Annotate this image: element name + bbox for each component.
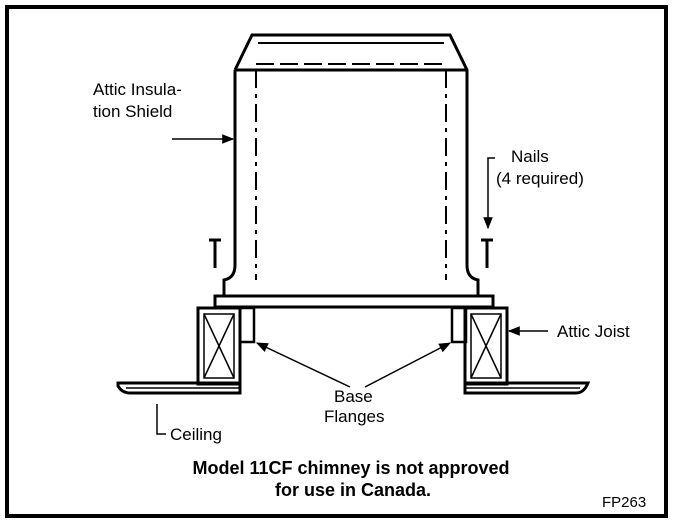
base-flange-left — [238, 306, 256, 344]
ceiling-label: Ceiling — [170, 425, 222, 444]
nails-label-line1: Nails — [511, 147, 549, 166]
canada-note-line1: Model 11CF chimney is not approved — [192, 458, 509, 478]
nails-arrow — [483, 157, 495, 230]
base-label-line1: Base — [334, 387, 373, 406]
nail-left — [209, 238, 221, 268]
base-flange-right — [450, 306, 468, 344]
attic-joist-left — [196, 306, 242, 386]
flange-arrow-left — [255, 342, 351, 388]
flange-arrow-right — [364, 342, 452, 388]
base-label-line2: Flanges — [324, 407, 384, 426]
canada-note-line2: for use in Canada. — [275, 480, 431, 500]
figure-code: FP263 — [602, 494, 646, 511]
ceiling-left — [116, 381, 242, 395]
attic-insulation-shield — [213, 33, 495, 309]
ceiling-leader — [156, 404, 166, 435]
shield-label-line2: tion Shield — [93, 102, 172, 121]
figure-border — [5, 5, 668, 518]
shield-label-line1: Attic Insula- — [93, 80, 182, 99]
ceiling-right — [463, 381, 591, 395]
attic-joist-label: Attic Joist — [557, 322, 630, 341]
nail-right — [481, 238, 493, 268]
attic-joist-right — [463, 306, 509, 386]
nails-label-line2: (4 required) — [496, 169, 584, 188]
